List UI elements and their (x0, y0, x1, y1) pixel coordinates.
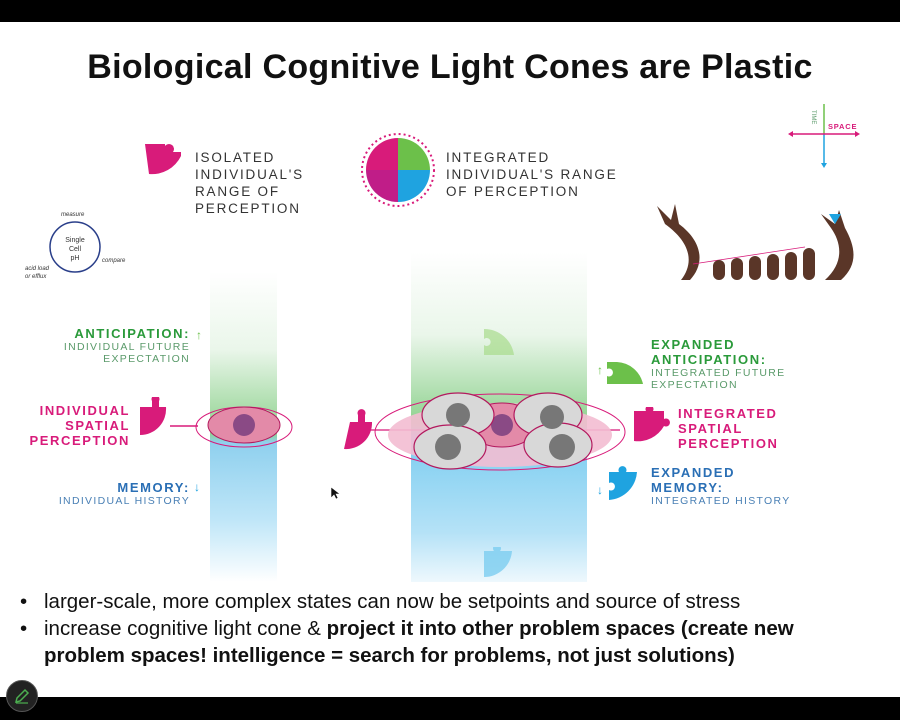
loop-compare: compare (102, 258, 126, 264)
down-arrow-icon: ↓ (194, 480, 200, 494)
faded-blue-puzzle-icon (484, 547, 512, 578)
svg-text:↓: ↓ (597, 483, 603, 497)
time-space-axes-icon (788, 104, 860, 168)
memory-label: MEMORY:INDIVIDUAL HISTORY (58, 480, 190, 507)
integrated-cell-cluster (344, 392, 626, 471)
isolated-cell (140, 397, 293, 448)
slide: Biological Cognitive Light Cones are Pla… (0, 22, 900, 697)
pencil-icon (14, 688, 30, 704)
integrated-pink-puzzle-icon (634, 407, 670, 442)
blue-puzzle-icon: ↓ (597, 466, 637, 500)
pink-puzzle-icon (145, 144, 181, 175)
svg-text:↑: ↑ (597, 363, 603, 377)
ph-loop-icon (49, 221, 101, 273)
faded-green-puzzle-icon (484, 328, 514, 355)
slide-title: Biological Cognitive Light Cones are Pla… (87, 48, 813, 86)
time-axis-label: TIME (810, 110, 816, 125)
space-axis-label: SPACE (828, 122, 858, 131)
annotate-pen-button[interactable] (6, 680, 38, 712)
mouse-cursor-icon (330, 486, 340, 500)
green-puzzle-icon: ↑ (597, 362, 643, 384)
loop-measure: measure (61, 212, 85, 218)
bullet-1: larger-scale, more complex states can no… (20, 588, 880, 615)
regeneration-illustration (657, 204, 854, 280)
integrated-puzzle-circle-icon (361, 133, 435, 207)
bullet-2: increase cognitive light cone & project … (20, 615, 880, 669)
bullet-list: larger-scale, more complex states can no… (20, 588, 880, 669)
up-arrow-icon: ↑ (196, 328, 202, 342)
